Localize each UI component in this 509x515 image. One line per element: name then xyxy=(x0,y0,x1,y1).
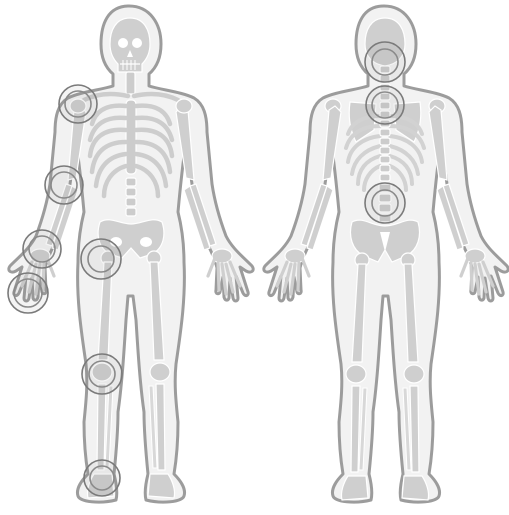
marker-right-shoulder xyxy=(59,85,97,123)
marker-thoracic-spine xyxy=(366,86,404,124)
marker-right-knee xyxy=(82,354,122,394)
marker-right-hip xyxy=(81,239,121,279)
marker-right-elbow xyxy=(45,166,83,204)
marker-lumbar-spine xyxy=(365,183,405,223)
marker-cervical-spine xyxy=(365,42,405,82)
marker-right-hand xyxy=(8,273,48,313)
marker-right-wrist xyxy=(23,230,61,268)
marker-right-ankle xyxy=(84,460,120,496)
